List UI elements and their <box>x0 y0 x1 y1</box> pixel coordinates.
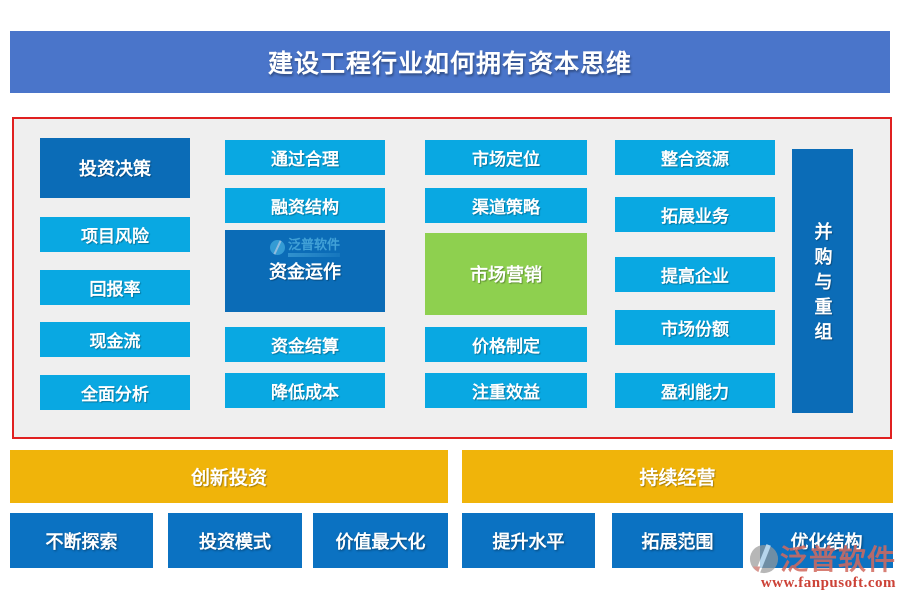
box-label: 投资决策 <box>79 159 151 179</box>
box-market-share: 市场份额 <box>615 310 775 345</box>
embedded-watermark-subline <box>287 253 341 257</box>
box-label: 回报率 <box>89 280 141 299</box>
box-enterprise-improvement: 提高企业 <box>615 257 775 292</box>
fanpu-logo-icon <box>269 240 285 255</box>
box-label: 现金流 <box>89 332 141 351</box>
watermark-url: www.fanpusoft.com <box>760 575 896 591</box>
box-benefit-focus: 注重效益 <box>425 373 587 408</box>
box-label: 资金结算 <box>271 337 339 356</box>
box-comprehensive-analysis: 全面分析 <box>40 375 190 410</box>
box-label: 全面分析 <box>81 385 149 404</box>
box-marketing: 市场营销 <box>425 233 587 315</box>
box-level-improvement: 提升水平 <box>462 513 595 568</box>
box-cash-flow: 现金流 <box>40 322 190 357</box>
box-label: 市场营销 <box>470 265 542 285</box>
box-label: 优化结构 <box>790 531 863 552</box>
box-structure-optimization: 优化结构 <box>760 513 893 568</box>
box-financing-structure: 融资结构 <box>225 188 385 223</box>
box-resource-integration: 整合资源 <box>615 140 775 175</box>
box-label: 拓展范围 <box>641 531 714 552</box>
box-label: 不断探索 <box>45 531 118 552</box>
box-value-maximization: 价值最大化 <box>313 513 448 568</box>
fanpu-logo-icon <box>749 544 779 574</box>
watermark-brand: 泛普软件 <box>779 544 896 575</box>
box-label: 资金运作 <box>269 262 341 282</box>
box-channel-strategy: 渠道策略 <box>425 188 587 223</box>
box-return-rate: 回报率 <box>40 270 190 305</box>
box-label: 整合资源 <box>661 150 729 169</box>
box-label: 价格制定 <box>472 337 540 356</box>
box-label: 降低成本 <box>271 383 339 402</box>
embedded-watermark-text: 泛普软件 <box>287 237 341 252</box>
box-label: 渠道策略 <box>472 198 540 217</box>
banner-label: 持续经营 <box>639 468 716 489</box>
box-label: 价值最大化 <box>335 531 426 552</box>
box-via-reasonable: 通过合理 <box>225 140 385 175</box>
box-label: 市场份额 <box>661 320 729 339</box>
box-label: 提高企业 <box>661 267 729 286</box>
box-label: 拓展业务 <box>661 207 729 226</box>
box-label: 提升水平 <box>492 531 565 552</box>
box-label: 并购与重组 <box>812 221 833 347</box>
box-label: 项目风险 <box>81 227 149 246</box>
box-merger-reorganization: 并购与重组 <box>792 149 853 413</box>
box-continuous-exploration: 不断探索 <box>10 513 153 568</box>
box-label: 投资模式 <box>199 531 271 552</box>
box-capital-operation: 泛普软件 资金运作 <box>225 230 385 312</box>
page-title: 建设工程行业如何拥有资本思维 <box>267 50 632 78</box>
banner-label: 创新投资 <box>190 468 267 489</box>
box-investment-model: 投资模式 <box>168 513 302 568</box>
box-profitability: 盈利能力 <box>615 373 775 408</box>
watermark-brand-row: 泛普软件 <box>749 544 896 574</box>
box-business-expansion: 拓展业务 <box>615 197 775 232</box>
box-investment-decision: 投资决策 <box>40 138 190 198</box>
box-scope-expansion: 拓展范围 <box>612 513 743 568</box>
box-label: 融资结构 <box>271 198 339 217</box>
embedded-watermark: 泛普软件 <box>269 237 341 257</box>
title-banner: 建设工程行业如何拥有资本思维 <box>10 31 890 93</box>
box-label: 注重效益 <box>472 383 540 402</box>
box-cost-reduction: 降低成本 <box>225 373 385 408</box>
box-fund-settlement: 资金结算 <box>225 327 385 362</box>
embedded-watermark-brand: 泛普软件 <box>287 237 341 257</box>
box-pricing: 价格制定 <box>425 327 587 362</box>
box-project-risk: 项目风险 <box>40 217 190 252</box>
banner-innovative-investment: 创新投资 <box>10 450 448 503</box>
box-market-positioning: 市场定位 <box>425 140 587 175</box>
box-label: 市场定位 <box>472 150 540 169</box>
box-label: 盈利能力 <box>661 383 729 402</box>
watermark: 泛普软件 www.fanpusoft.com <box>749 544 896 592</box>
banner-continuous-operation: 持续经营 <box>462 450 893 503</box>
box-label: 通过合理 <box>271 150 339 169</box>
